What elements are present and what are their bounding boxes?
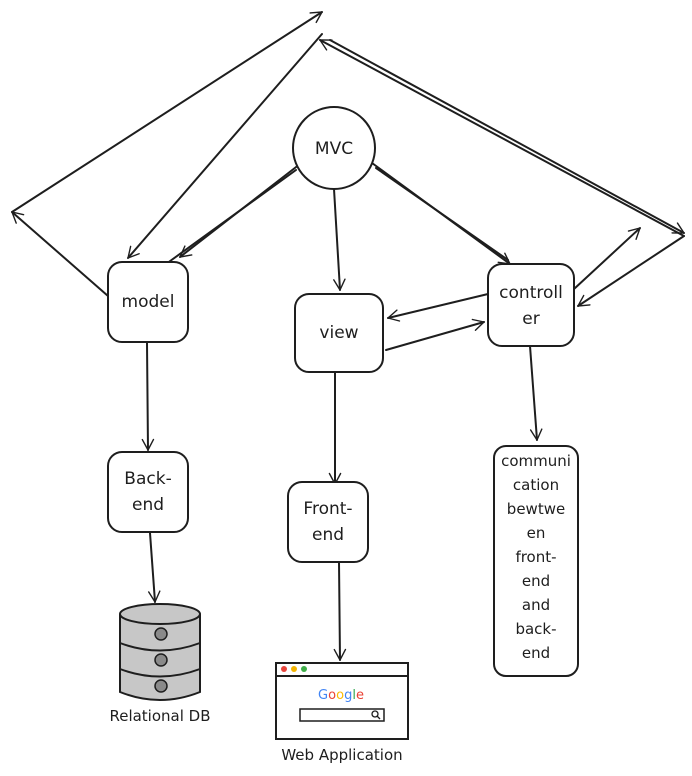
edge-loop-top-model — [127, 33, 323, 259]
node-backend-line-1: Back- — [124, 469, 171, 489]
edge-mvc-model-2 — [165, 169, 297, 265]
edge-mvc-controller-2 — [375, 167, 509, 261]
edge-right-controller — [577, 235, 685, 307]
node-backend[interactable]: Back- end — [107, 451, 189, 533]
edge-model-loop-left — [11, 211, 109, 297]
node-communication[interactable]: communi cation bewtwe en front- end and … — [493, 445, 579, 677]
browser-maximize-dot — [301, 666, 307, 672]
node-view-label: view — [319, 323, 358, 343]
browser-close-dot — [281, 666, 287, 672]
edge-controller-right — [573, 227, 641, 290]
node-view[interactable]: view — [294, 293, 384, 373]
browser-caption: Web Application — [281, 746, 402, 764]
edge-mvc-view — [333, 188, 346, 291]
node-communication-line-9: end — [522, 644, 550, 662]
edge-controller-communication — [529, 345, 543, 441]
node-communication-line-3: bewtwe — [507, 500, 565, 518]
edge-loop-right-top — [319, 39, 685, 237]
node-controller[interactable]: controll er — [487, 263, 575, 347]
node-frontend-line-1: Front- — [303, 499, 352, 519]
node-model-label: model — [122, 292, 175, 312]
node-controller-line-1: controll — [499, 283, 563, 303]
edge-frontend-webapp — [333, 561, 347, 661]
db-disk-1 — [154, 627, 168, 641]
node-controller-line-2: er — [522, 309, 539, 329]
node-communication-line-8: back- — [515, 620, 556, 638]
browser-window-icon: Google — [275, 662, 409, 740]
node-communication-line-1: communi — [501, 452, 571, 470]
edge-view-controller — [385, 318, 485, 351]
db-disk-2 — [154, 653, 168, 667]
browser-minimize-dot — [291, 666, 297, 672]
node-frontend-line-2: end — [312, 525, 344, 545]
node-mvc-label: MVC — [315, 139, 353, 159]
edge-model-backend — [141, 342, 155, 451]
node-backend-line-2: end — [132, 495, 164, 515]
database-caption: Relational DB — [109, 707, 210, 725]
node-communication-line-2: cation — [513, 476, 559, 494]
db-disk-3 — [154, 679, 168, 693]
node-communication-line-7: and — [522, 596, 550, 614]
edge-backend-database — [147, 532, 161, 603]
browser-search-box — [299, 708, 385, 722]
node-frontend[interactable]: Front- end — [287, 481, 369, 563]
database-icon — [119, 603, 201, 701]
node-model[interactable]: model — [107, 261, 189, 343]
node-communication-line-4: en — [527, 524, 546, 542]
edge-loop-top-right — [329, 39, 685, 234]
node-mvc[interactable]: MVC — [292, 106, 376, 190]
search-icon — [371, 710, 379, 718]
google-logo: Google — [318, 688, 364, 703]
node-communication-line-5: front- — [515, 548, 556, 566]
node-communication-line-6: end — [522, 572, 550, 590]
edge-loop-top-left — [11, 11, 323, 213]
edge-controller-view — [387, 293, 489, 322]
